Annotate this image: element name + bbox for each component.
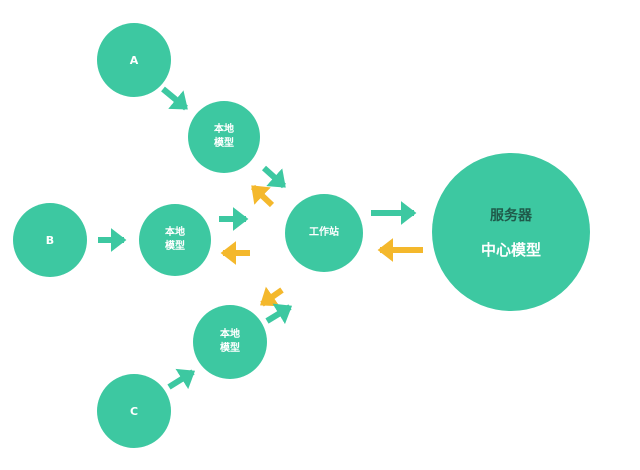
local-model-top-line2: 模型 <box>214 138 234 149</box>
local-model-bottom-node: 本地 模型 <box>193 305 267 379</box>
arrow-a-to-local-top <box>161 86 188 111</box>
arrow-local-bottom-to-workstation <box>265 303 293 325</box>
arrow-workstation-to-local-bottom <box>260 286 284 307</box>
arrow-workstation-to-local-top <box>250 184 275 208</box>
local-model-mid-line1: 本地 <box>165 227 185 238</box>
server-node: 服务器 中心模型 <box>432 153 590 311</box>
arrow-c-to-local-bottom <box>167 368 196 390</box>
client-c-label: C <box>129 404 139 418</box>
server-subtitle: 中心模型 <box>480 240 541 259</box>
workstation-node: 工作站 <box>285 194 363 272</box>
workstation-label: 工作站 <box>309 227 339 238</box>
client-b-label: B <box>45 233 55 247</box>
local-model-mid-line2: 模型 <box>165 241 185 252</box>
client-c-node: C <box>97 374 171 448</box>
local-model-top-node: 本地 模型 <box>188 101 260 173</box>
client-a-label: A <box>129 53 139 67</box>
local-model-top-line1: 本地 <box>214 124 234 135</box>
client-b-node: B <box>13 203 87 277</box>
arrow-local-top-to-workstation <box>261 165 287 189</box>
local-model-mid-node: 本地 模型 <box>139 204 211 276</box>
local-model-bottom-line2: 模型 <box>220 343 240 354</box>
client-a-node: A <box>97 23 171 97</box>
server-title: 服务器 <box>490 207 532 224</box>
local-model-bottom-line1: 本地 <box>220 329 240 340</box>
